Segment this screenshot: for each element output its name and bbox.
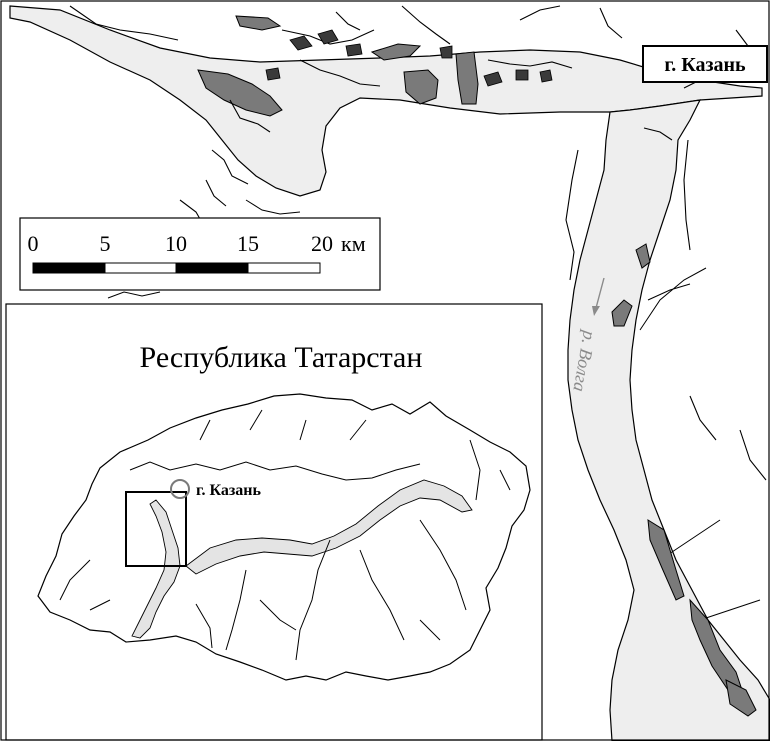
city-label: г. Казань — [664, 54, 746, 76]
inset-rivers — [59, 409, 511, 661]
island-central — [403, 69, 439, 105]
island-central-2 — [455, 51, 479, 105]
island-north — [370, 43, 422, 61]
island-west-2 — [235, 15, 282, 31]
shoreline-bits — [107, 199, 301, 299]
shoreline-channels — [69, 5, 767, 481]
scale-tick-10: 10 — [165, 231, 187, 256]
right-bank-tributary — [639, 267, 761, 621]
inset-panel: Республика Татарстан г. Казань — [5, 303, 543, 741]
island-east — [611, 299, 633, 327]
inset-kama-water — [185, 479, 473, 575]
republic-border — [37, 393, 531, 681]
scale-unit: км — [341, 231, 366, 256]
islands — [197, 15, 757, 717]
scale-bar: 0 5 10 15 20 км — [19, 217, 381, 291]
city-label-box: г. Казань — [642, 45, 768, 83]
marsh-patches — [265, 29, 553, 87]
island-south-1 — [647, 519, 685, 601]
inset-volga-water — [131, 499, 181, 639]
river-main-channel — [567, 99, 770, 741]
inset-title: Республика Татарстан — [140, 341, 423, 374]
island-west — [197, 69, 283, 117]
scale-tick-15: 15 — [237, 231, 259, 256]
island-south-3 — [725, 679, 757, 717]
inset-city-label: г. Казань — [196, 482, 262, 499]
study-area-frame — [125, 491, 187, 567]
flow-arrow-icon — [592, 306, 600, 316]
scale-tick-5: 5 — [100, 231, 111, 256]
scale-tick-20: 20 — [311, 231, 333, 256]
island-right-bank — [635, 243, 651, 269]
kazan-locator-icon — [170, 479, 190, 499]
scale-tick-0: 0 — [28, 231, 39, 256]
